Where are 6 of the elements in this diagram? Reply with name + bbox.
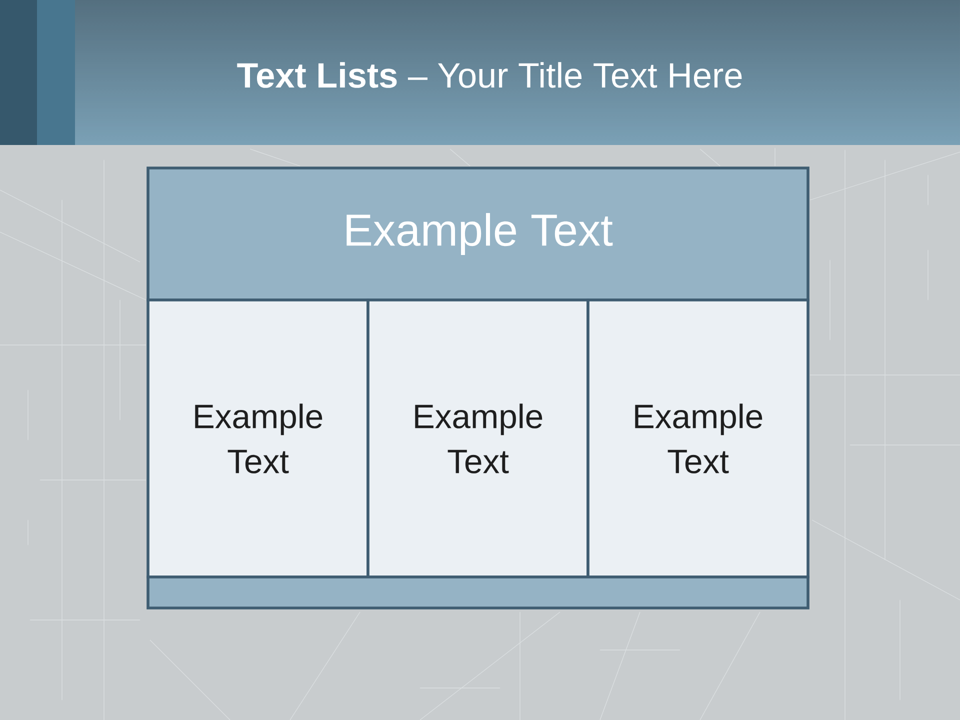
footer-bar [146,576,810,610]
text-cell: Example Text [366,298,590,578]
text-cell: Example Text [586,298,810,578]
header-box: Example Text [146,166,810,302]
title: Text Lists – Your Title Text Here [237,62,742,88]
text-cell: Example Text [146,298,370,578]
